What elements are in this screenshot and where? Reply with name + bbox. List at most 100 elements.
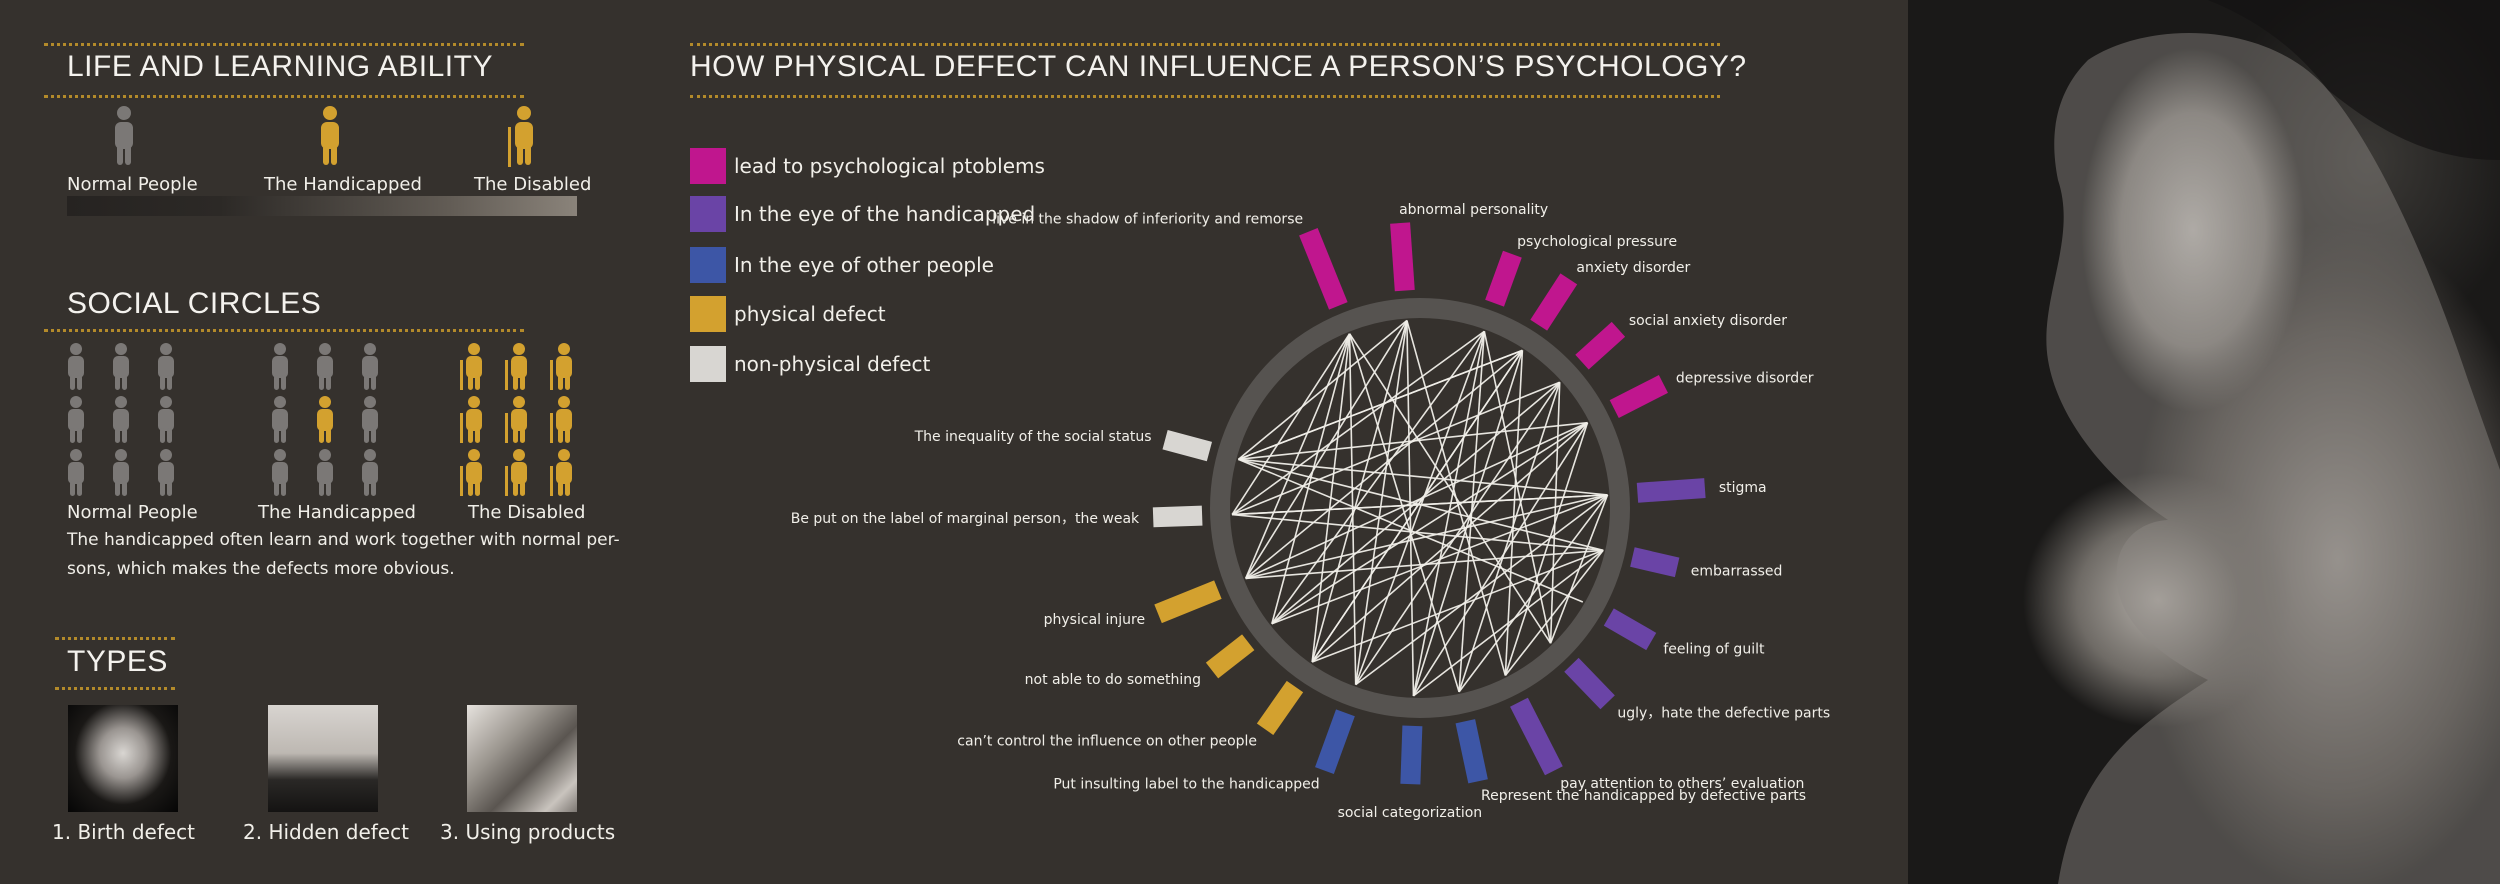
legend-swatch: [690, 148, 726, 184]
chord-node-bar: [1315, 709, 1355, 774]
person-icon: [317, 343, 333, 390]
legend-item: In the eye of the handicapped: [690, 196, 1035, 232]
type-hidden-defect: 2. Hidden defect: [243, 820, 409, 844]
life-section-title: LIFE AND LEARNING ABILITY: [67, 50, 493, 83]
legend-swatch: [690, 346, 726, 382]
chord-node-bar: [1636, 478, 1706, 503]
chord-link: [1245, 421, 1588, 580]
life-icons: [115, 106, 533, 167]
chord-link: [1483, 331, 1552, 644]
section-divider: [44, 329, 524, 332]
social-caption-line: The handicapped often learn and work tog…: [67, 530, 620, 550]
chord-node-label: ugly，hate the defective parts: [1617, 705, 1830, 721]
chord-link: [1238, 458, 1584, 603]
social-section-title: SOCIAL CIRCLES: [67, 287, 322, 320]
person-icon: [317, 449, 333, 496]
chord-link: [1406, 320, 1507, 676]
chord-node-bar: [1400, 725, 1423, 785]
types-section-title: TYPES: [67, 645, 168, 678]
person-icon: [272, 343, 288, 390]
section-divider: [44, 43, 524, 46]
chord-link: [1271, 330, 1485, 625]
chord-node-label: anxiety disorder: [1576, 260, 1690, 276]
hidden-defect-image: [268, 705, 378, 812]
chord-link: [1238, 349, 1523, 461]
chord-link: [1245, 494, 1608, 580]
chord-node-label: not able to do something: [1025, 672, 1201, 688]
chord-link: [1458, 381, 1561, 693]
social-label-disabled: The Disabled: [468, 502, 586, 523]
chord-node-bar: [1152, 505, 1203, 528]
chord-link: [1231, 330, 1485, 516]
chord-links: [1231, 319, 1609, 697]
chord-link: [1354, 320, 1408, 685]
person-icon: [68, 343, 84, 390]
life-label-normal: Normal People: [67, 174, 198, 195]
person-icon: [362, 396, 378, 443]
chord-link: [1232, 494, 1608, 516]
chord-node-label: live in the shadow of inferiority and re…: [992, 212, 1303, 228]
person-icon: [362, 449, 378, 496]
chord-node-label: depressive disorder: [1676, 371, 1814, 387]
chord-link: [1232, 513, 1604, 552]
person-icon: [158, 396, 174, 443]
person-icon: [317, 396, 333, 443]
section-divider: [690, 43, 1720, 46]
person-icon: [113, 449, 129, 496]
crutch-person-icon: [505, 343, 527, 390]
legend-item: non-physical defect: [690, 346, 930, 382]
chord-node-bar: [1256, 680, 1304, 735]
person-icon: [272, 449, 288, 496]
chord-node-label: abnormal personality: [1399, 202, 1548, 218]
ability-gradient-bar: [67, 196, 577, 216]
legend-swatch: [690, 296, 726, 332]
chord-link: [1504, 549, 1604, 677]
chord-chart: live in the shadow of inferiority and re…: [791, 202, 1830, 821]
chord-link: [1412, 422, 1589, 697]
crutch-person-icon: [508, 106, 533, 167]
chord-node-bar: [1299, 227, 1348, 310]
legend-label: lead to psychological ptoblems: [734, 154, 1045, 178]
person-icon: [362, 343, 378, 390]
chord-node-bar: [1205, 634, 1255, 679]
section-divider: [55, 687, 175, 690]
legend-swatch: [690, 196, 726, 232]
social-caption-line: sons, which makes the defects more obvio…: [67, 559, 455, 579]
chord-link: [1271, 421, 1588, 625]
chord-link: [1504, 422, 1589, 676]
chord-node-label: social categorization: [1338, 805, 1483, 821]
chord-node-label: embarrassed: [1691, 564, 1783, 580]
legend-label: In the eye of the handicapped: [734, 202, 1036, 226]
chord-link: [1244, 333, 1351, 579]
chord-node-label: The inequality of the social status: [914, 429, 1152, 445]
chord-node-bar: [1154, 580, 1222, 624]
chord-link: [1231, 333, 1351, 515]
chord-link: [1355, 494, 1609, 686]
chord-link: [1354, 331, 1486, 685]
person-icon: [272, 396, 288, 443]
chord-link: [1231, 381, 1561, 516]
chord-node-label: feeling of guilt: [1663, 642, 1765, 658]
crutch-person-icon: [505, 396, 527, 443]
life-label-handicapped: The Handicapped: [264, 174, 422, 195]
chord-ring: [1210, 298, 1630, 718]
chord-node-label: social anxiety disorder: [1629, 313, 1787, 329]
person-icon: [68, 396, 84, 443]
chord-link: [1412, 331, 1486, 697]
chord-node-label: stigma: [1719, 480, 1767, 496]
legend-label: physical defect: [734, 302, 886, 326]
chord-node-bar: [1162, 430, 1213, 462]
section-divider: [55, 637, 175, 640]
chord-node-label: Put insulting label to the handicapped: [1053, 777, 1319, 793]
person-icon: [113, 343, 129, 390]
type-using-products: 3. Using products: [440, 820, 616, 844]
chord-node-bar: [1564, 657, 1615, 710]
social-label-handicapped: The Handicapped: [258, 502, 416, 523]
section-divider: [690, 95, 1720, 98]
type-birth-defect: 1. Birth defect: [52, 820, 195, 844]
social-label-normal: Normal People: [67, 502, 198, 523]
chord-link: [1458, 494, 1609, 693]
person-icon: [158, 343, 174, 390]
chord-link: [1311, 349, 1524, 663]
life-label-disabled: The Disabled: [474, 174, 592, 195]
